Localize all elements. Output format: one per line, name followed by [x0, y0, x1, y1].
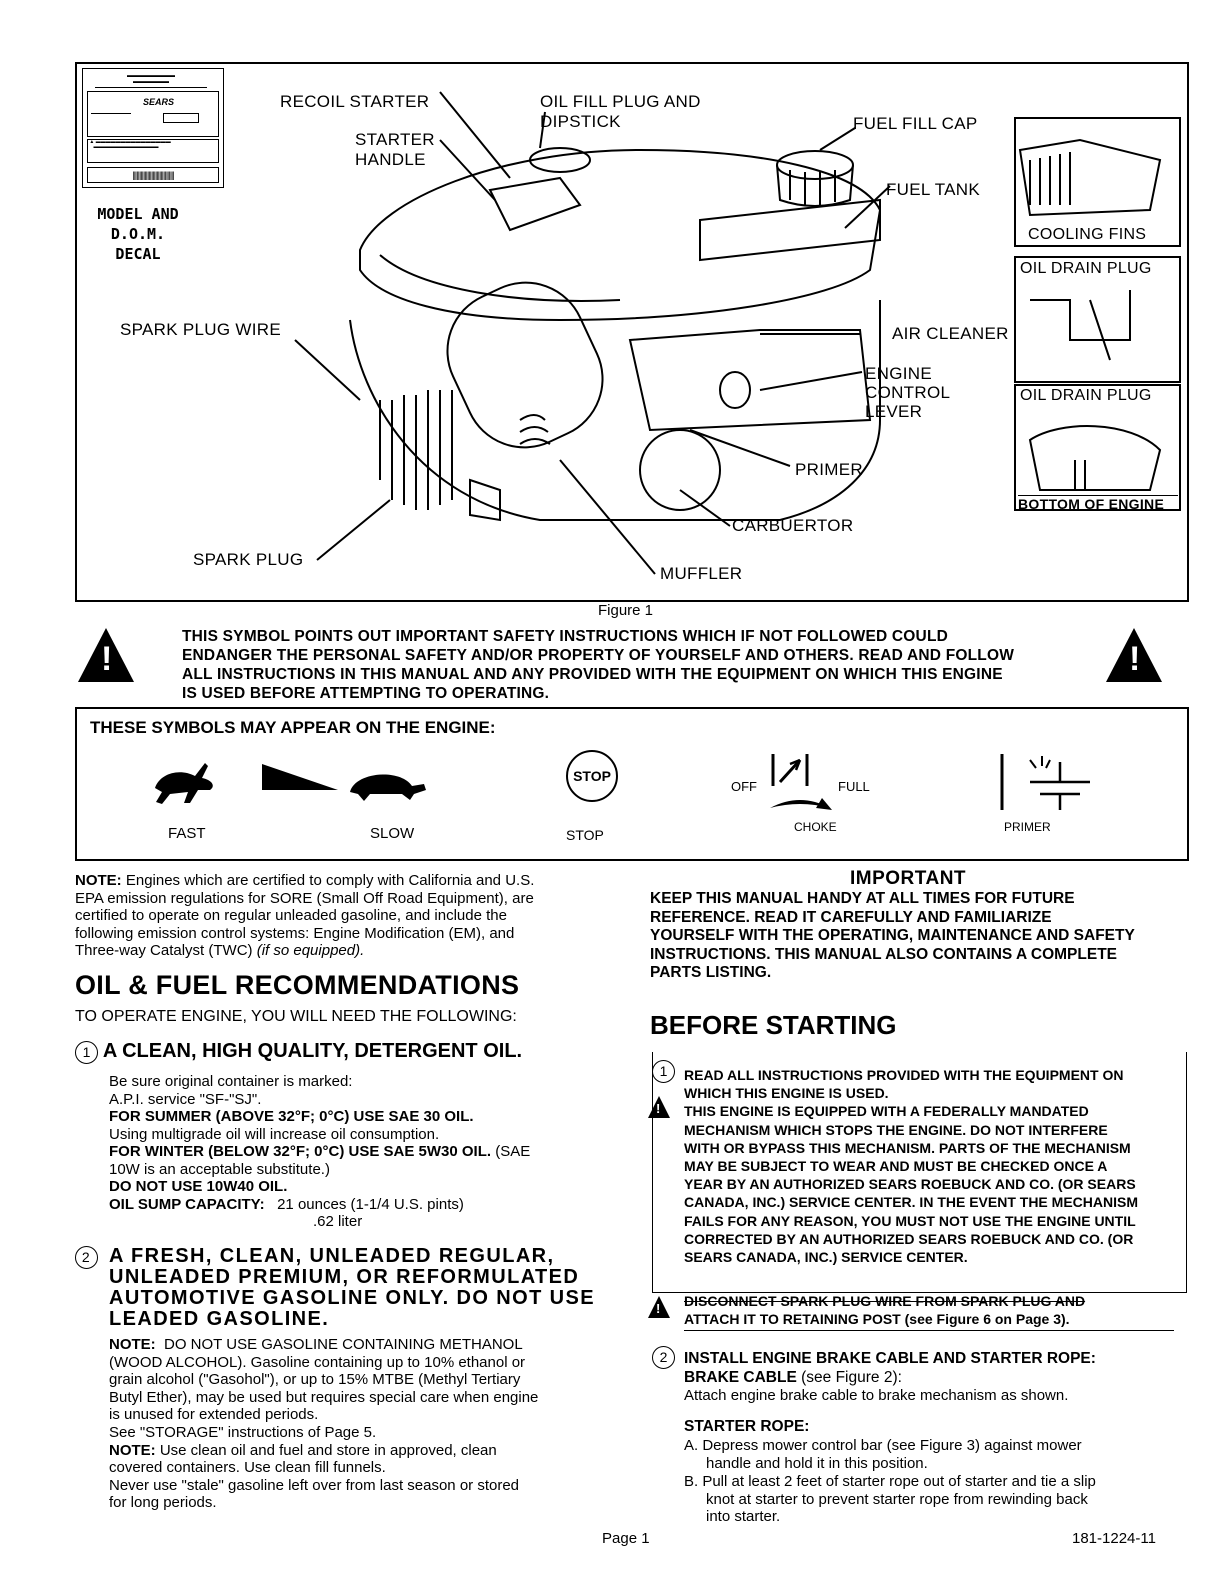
- stop-sign-icon: STOP: [566, 750, 618, 802]
- decal-caption: MODEL AND D.O.M. DECAL: [97, 205, 179, 263]
- label-spark-plug: SPARK PLUG: [193, 550, 304, 569]
- label-oil-drain-plug-2: OIL DRAIN PLUG: [1020, 387, 1152, 404]
- symbol-primer-label: PRIMER: [1004, 820, 1051, 834]
- symbol-choke-label: CHOKE: [794, 820, 837, 834]
- document-code: 181-1224-11: [1072, 1530, 1156, 1547]
- symbols-title: THESE SYMBOLS MAY APPEAR ON THE ENGINE:: [90, 718, 496, 737]
- label-cooling-fins: COOLING FINS: [1028, 226, 1147, 243]
- step2-title: INSTALL ENGINE BRAKE CABLE AND STARTER R…: [684, 1350, 1096, 1367]
- important-title: IMPORTANT: [850, 868, 967, 889]
- step1-warning-icon: !: [648, 1096, 670, 1118]
- symbol-off-label: OFF: [731, 779, 757, 794]
- stop-sign-text: STOP: [573, 768, 611, 784]
- label-muffler: MUFFLER: [660, 564, 743, 583]
- brake-cable-text: Attach engine brake cable to brake mecha…: [684, 1387, 1069, 1404]
- before-starting-heading: BEFORE STARTING: [650, 1010, 897, 1040]
- symbol-fast-label: FAST: [168, 825, 206, 842]
- step1-box: [652, 1052, 1187, 1293]
- figure-1-frame: [75, 62, 1189, 602]
- symbol-stop-label: STOP: [566, 827, 604, 843]
- model-decal: ▬▬▬▬▬▬▬▬▬▬▬▬▬▬ SEARS ▲ ▬▬▬▬▬▬▬▬▬▬▬▬▬▬▬ ▬…: [82, 68, 224, 188]
- label-fuel-fill-cap: FUEL FILL CAP: [853, 114, 978, 133]
- symbol-slow-label: SLOW: [370, 825, 415, 842]
- warning-line-1: THIS SYMBOL POINTS OUT IMPORTANT SAFETY …: [182, 628, 949, 645]
- emission-note: NOTE: Engines which are certified to com…: [75, 872, 535, 960]
- decal-brand: SEARS: [143, 97, 175, 107]
- oil-spec-block: Be sure original container is marked: A.…: [109, 1073, 531, 1230]
- label-carbuertor: CARBUERTOR: [732, 516, 854, 535]
- label-starter-handle: STARTER HANDLE: [355, 130, 435, 169]
- rabbit-icon: [155, 763, 213, 804]
- label-bottom-of-engine: BOTTOM OF ENGINE: [1018, 495, 1178, 512]
- label-oil-drain-plug-1: OIL DRAIN PLUG: [1020, 260, 1152, 277]
- item1-title: 1 A CLEAN, HIGH QUALITY, DETERGENT OIL.: [75, 1040, 522, 1064]
- symbol-full-label: FULL: [838, 779, 870, 794]
- to-operate-text: TO OPERATE ENGINE, YOU WILL NEED THE FOL…: [75, 1008, 517, 1025]
- oil-fuel-heading: OIL & FUEL RECOMMENDATIONS: [75, 970, 520, 1000]
- brake-cable-heading: BRAKE CABLE (see Figure 2):: [684, 1369, 902, 1386]
- engine-drawing: [294, 91, 1181, 575]
- page-number: Page 1: [602, 1530, 650, 1547]
- label-recoil-starter: RECOIL STARTER: [280, 92, 430, 111]
- label-primer: PRIMER: [795, 460, 863, 479]
- step2-number: 2: [652, 1346, 675, 1369]
- important-body: KEEP THIS MANUAL HANDY AT ALL TIMES FOR …: [650, 890, 1135, 981]
- step1-text: READ ALL INSTRUCTIONS PROVIDED WITH THE …: [684, 1067, 1138, 1266]
- choke-icon: [770, 754, 832, 810]
- label-air-cleaner: AIR CLEANER: [892, 324, 1009, 343]
- step-a: A. Depress mower control bar (see Figure…: [684, 1437, 1082, 1472]
- slow-wedge-icon: [262, 764, 338, 790]
- warning-icon-left: !: [78, 628, 134, 682]
- label-fuel-tank: FUEL TANK: [886, 180, 981, 199]
- figure-caption: Figure 1: [598, 602, 654, 619]
- warning-line-4: IS USED BEFORE ATTEMPTING TO OPERATING.: [182, 685, 550, 702]
- warning-line-2: ENDANGER THE PERSONAL SAFETY AND/OR PROP…: [182, 647, 1015, 664]
- primer-icon: [1000, 754, 1090, 810]
- step1-number: 1: [652, 1060, 675, 1083]
- disconnect-warning-icon: !: [648, 1296, 670, 1318]
- turtle-icon: [350, 774, 426, 801]
- label-spark-plug-wire: SPARK PLUG WIRE: [120, 320, 281, 339]
- gasoline-note: NOTE: DO NOT USE GASOLINE CONTAINING MET…: [109, 1336, 539, 1512]
- symbols-box: [75, 707, 1189, 861]
- warning-icon-right: !: [1106, 628, 1162, 682]
- item2-title: 2 A FRESH, CLEAN, UNLEADED REGULAR, UNLE…: [75, 1246, 620, 1330]
- step-b: B. Pull at least 2 feet of starter rope …: [684, 1473, 1096, 1526]
- disconnect-text: DISCONNECT SPARK PLUG WIRE FROM SPARK PL…: [684, 1293, 1086, 1328]
- disconnect-rule: [684, 1330, 1174, 1331]
- warning-line-3: ALL INSTRUCTIONS IN THIS MANUAL AND ANY …: [182, 666, 1003, 683]
- label-engine-control-lever: ENGINE CONTROL LEVER: [865, 364, 951, 421]
- starter-rope-heading: STARTER ROPE:: [684, 1418, 810, 1435]
- label-oil-fill: OIL FILL PLUG AND DIPSTICK: [540, 92, 701, 131]
